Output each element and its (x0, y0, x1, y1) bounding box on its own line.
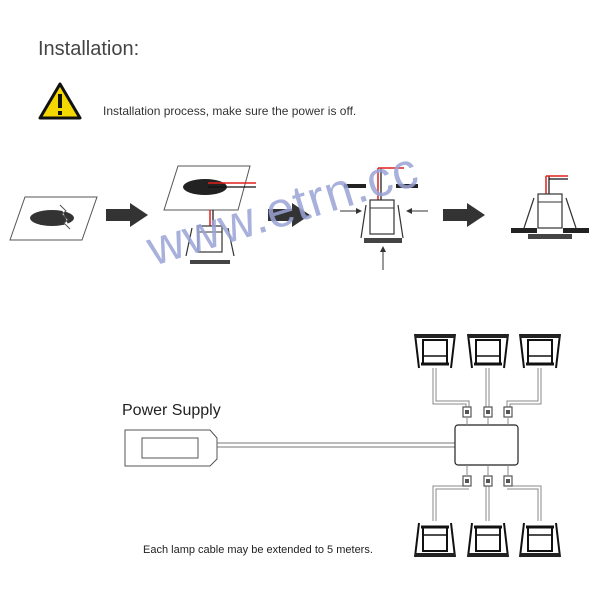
step-connect-wires (163, 165, 256, 264)
step-insert-lamp (340, 167, 428, 270)
warning-text: Installation process, make sure the powe… (103, 104, 357, 118)
step-installed-lamp (511, 175, 589, 239)
power-supply-label: Power Supply (122, 402, 221, 419)
top-lamps (413, 332, 562, 370)
arrow-right-icon (106, 203, 148, 227)
arrow-right-icon (268, 203, 310, 227)
arrow-right-icon (443, 203, 485, 227)
bottom-lamp-cables (432, 465, 542, 521)
power-supply-box (124, 429, 218, 467)
page-title: Installation: (38, 38, 140, 60)
junction-box (454, 424, 519, 466)
step-cut-hole (9, 196, 98, 241)
cable-note: Each lamp cable may be extended to 5 met… (143, 544, 373, 556)
warning-icon (38, 82, 82, 120)
bottom-lamps (413, 521, 562, 559)
